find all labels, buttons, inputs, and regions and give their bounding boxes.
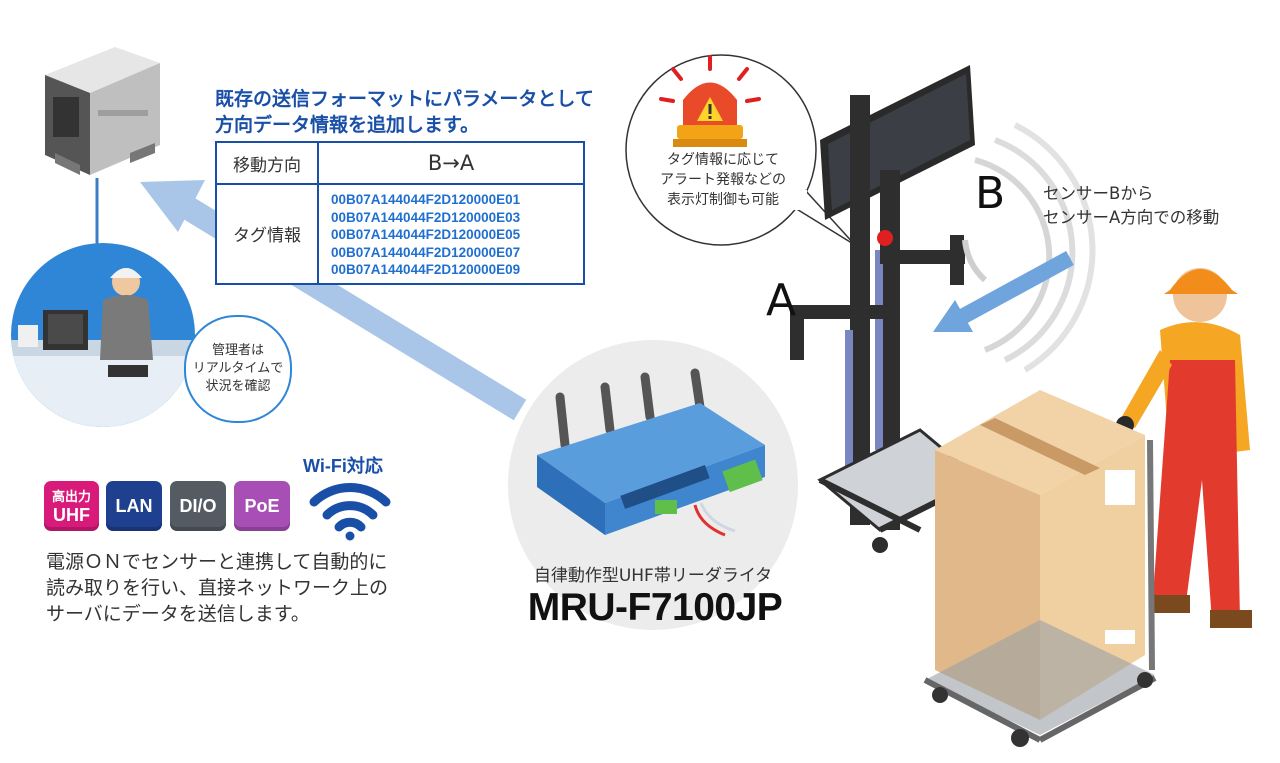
dio-badge: DI/O xyxy=(170,481,226,531)
poe-badge: PoE xyxy=(234,481,290,531)
lan-badge: LAN xyxy=(106,481,162,531)
alert-bubble-line3: 表示灯制御も可能 xyxy=(667,192,779,208)
table-row: 移動方向 B→A xyxy=(215,141,585,185)
uhf-badge-line1: 高出力 xyxy=(51,489,91,504)
movement-caption-line1: センサーBから xyxy=(1043,184,1154,203)
radio-wave-icon xyxy=(962,122,1096,373)
admin-bubble-line2: リアルタイムで xyxy=(192,361,284,376)
description-line1: 電源ＯＮでセンサーと連携して自動的に xyxy=(46,551,388,573)
sensor-b-label: B xyxy=(975,168,1006,219)
tag-id: 00B07A144044F2D120000E03 xyxy=(331,209,521,225)
description-line2: 読み取りを行い、直接ネットワーク上の xyxy=(46,577,389,599)
format-header-line1: 既存の送信フォーマットにパラメータとして xyxy=(215,88,594,110)
uhf-badge: 高出力 UHF xyxy=(44,481,99,531)
worker-with-cart-illustration xyxy=(923,268,1252,747)
alert-bubble-line2: アラート発報などの xyxy=(660,172,786,188)
tag-list: 00B07A144044F2D120000E01 00B07A144044F2D… xyxy=(317,183,585,285)
sensor-a-label: A xyxy=(766,275,797,326)
wifi-icon xyxy=(309,483,391,541)
tag-id: 00B07A144044F2D120000E05 xyxy=(331,227,521,242)
tag-label: タグ情報 xyxy=(215,183,319,285)
admin-bubble-line1: 管理者は xyxy=(211,343,264,358)
tag-id: 00B07A144044F2D120000E01 xyxy=(331,192,521,207)
alert-lamp-icon xyxy=(659,55,761,147)
movement-caption: センサーBから センサーA方向での移動 xyxy=(1043,182,1263,230)
alert-bubble-text: タグ情報に応じて アラート発報などの 表示灯制御も可能 xyxy=(628,150,818,210)
alert-bubble-line1: タグ情報に応じて xyxy=(667,152,779,168)
server-illustration xyxy=(45,47,160,175)
description-line3: サーバにデータを送信します。 xyxy=(46,603,310,625)
tag-id: 00B07A144044F2D120000E07 xyxy=(331,244,521,260)
reader-device-illustration xyxy=(537,368,765,537)
admin-bubble-line3: 状況を確認 xyxy=(205,379,271,394)
format-header: 既存の送信フォーマットにパラメータとして 方向データ情報を追加します。 xyxy=(215,86,635,138)
operator-scene xyxy=(11,243,195,427)
direction-value: B→A xyxy=(317,141,585,185)
direction-data-table: 移動方向 B→A タグ情報 00B07A144044F2D120000E01 0… xyxy=(215,141,585,285)
movement-arrow xyxy=(933,250,1074,332)
product-model: MRU-F7100JP xyxy=(527,586,783,629)
table-row: タグ情報 00B07A144044F2D120000E01 00B07A1440… xyxy=(215,183,585,285)
description-text: 電源ＯＮでセンサーと連携して自動的に 読み取りを行い、直接ネットワーク上の サー… xyxy=(46,549,466,627)
uhf-badge-line2: UHF xyxy=(53,505,90,525)
wifi-label: Wi-Fi対応 xyxy=(303,456,383,476)
format-header-line2: 方向データ情報を追加します。 xyxy=(215,114,480,136)
direction-label: 移動方向 xyxy=(215,141,319,185)
admin-bubble: 管理者は リアルタイムで 状況を確認 xyxy=(184,315,292,423)
product-subtitle: 自律動作型UHF帯リーダライタ xyxy=(533,566,773,586)
movement-caption-line2: センサーA方向での移動 xyxy=(1043,208,1220,227)
tag-id: 00B07A144044F2D120000E09 xyxy=(331,262,521,277)
